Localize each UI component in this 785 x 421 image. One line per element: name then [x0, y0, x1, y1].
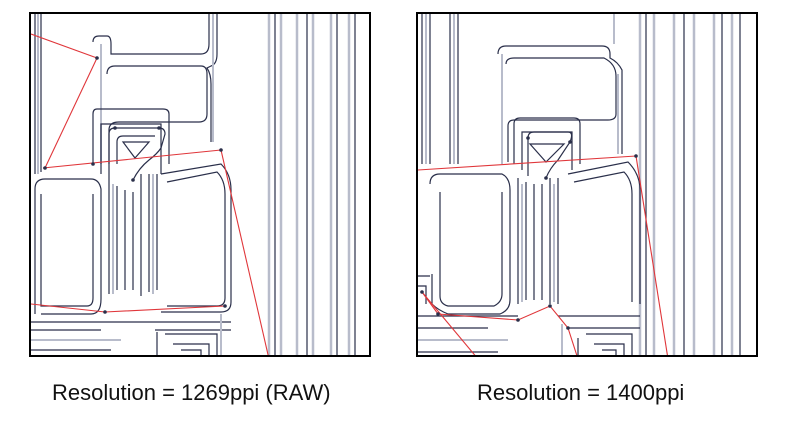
left-contours: [31, 14, 356, 355]
right-caption: Resolution = 1400ppi: [477, 380, 685, 405]
left-caption: Resolution = 1269ppi (RAW): [52, 380, 331, 405]
right-trace-diagram: [418, 14, 741, 355]
right-contours: [418, 14, 741, 355]
right-panel: [416, 12, 758, 357]
left-error-lines: [31, 33, 269, 355]
right-nodes: [420, 136, 638, 330]
left-nodes: [43, 56, 227, 314]
left-trace-diagram: [31, 14, 356, 355]
right-error-lines: [418, 155, 668, 355]
left-panel: [29, 12, 371, 357]
